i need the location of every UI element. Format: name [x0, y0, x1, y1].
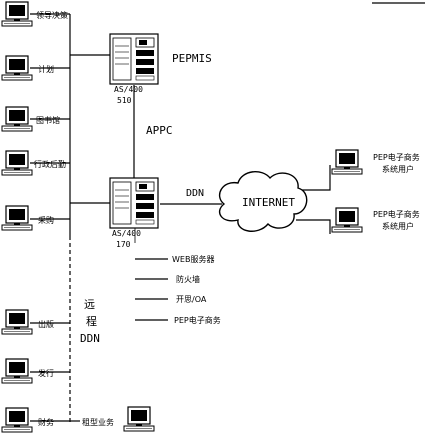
server-as400-510: AS/400 510 PEPMIS [109, 33, 212, 105]
remote-user-label: PEP电子商务 [373, 152, 420, 162]
service-label: WEB服务器 [172, 254, 214, 264]
internet-cloud: INTERNET [219, 171, 308, 232]
service-label: 开思/OA [176, 295, 207, 304]
terminal [331, 207, 363, 233]
terminal [1, 407, 33, 433]
remote-user-label: 系统用户 [382, 164, 414, 174]
connection-lines [30, 2, 425, 424]
remote-user-label: PEP电子商务 [373, 209, 420, 219]
internet-label: INTERNET [242, 196, 295, 209]
terminal-label: 行政后勤 [34, 159, 66, 169]
server-number: 170 [116, 240, 131, 249]
service-label: PEP电子商务 [174, 315, 221, 325]
remote-user-label: 系统用户 [382, 221, 414, 231]
terminal [1, 106, 33, 132]
terminal-label: 出版 [38, 319, 54, 329]
terminal-label: 财务 [38, 417, 54, 427]
service-label: 防火墙 [176, 274, 200, 284]
terminal [1, 1, 33, 27]
remote-ddn-label: 远 程 DDN [80, 298, 100, 345]
remote-text: 远 [84, 298, 95, 311]
remote-text: 程 [86, 315, 97, 328]
terminal [1, 358, 33, 384]
terminal [1, 309, 33, 335]
left-terminals: 领导决策 计划 图书馆 行政后勤 采购 出版 发行 财务 [1, 1, 68, 433]
terminal [1, 205, 33, 231]
server-as400-170: AS/400 170 [109, 177, 159, 249]
terminal-label: 计划 [38, 64, 54, 74]
terminal-label: 领导决策 [36, 10, 68, 20]
terminal [1, 55, 33, 81]
terminal-label: 采购 [38, 215, 54, 225]
server-model: AS/400 [112, 229, 141, 238]
right-terminals: PEP电子商务 系统用户 PEP电子商务 系统用户 [331, 149, 420, 233]
lease-terminal: 租型业务 [70, 406, 155, 432]
lease-label: 租型业务 [82, 417, 114, 427]
terminal-label: 发行 [38, 368, 54, 378]
terminal-label: 图书馆 [36, 115, 60, 125]
server-model: AS/400 [114, 85, 143, 94]
service-list: WEB服务器 防火墙 开思/OA PEP电子商务 [172, 254, 221, 325]
terminal [1, 150, 33, 176]
server-name: PEPMIS [172, 52, 212, 65]
server-number: 510 [117, 96, 132, 105]
terminal [331, 149, 363, 175]
remote-text: DDN [80, 332, 100, 345]
appc-label: APPC [146, 124, 173, 137]
ddn-label: DDN [186, 188, 204, 199]
